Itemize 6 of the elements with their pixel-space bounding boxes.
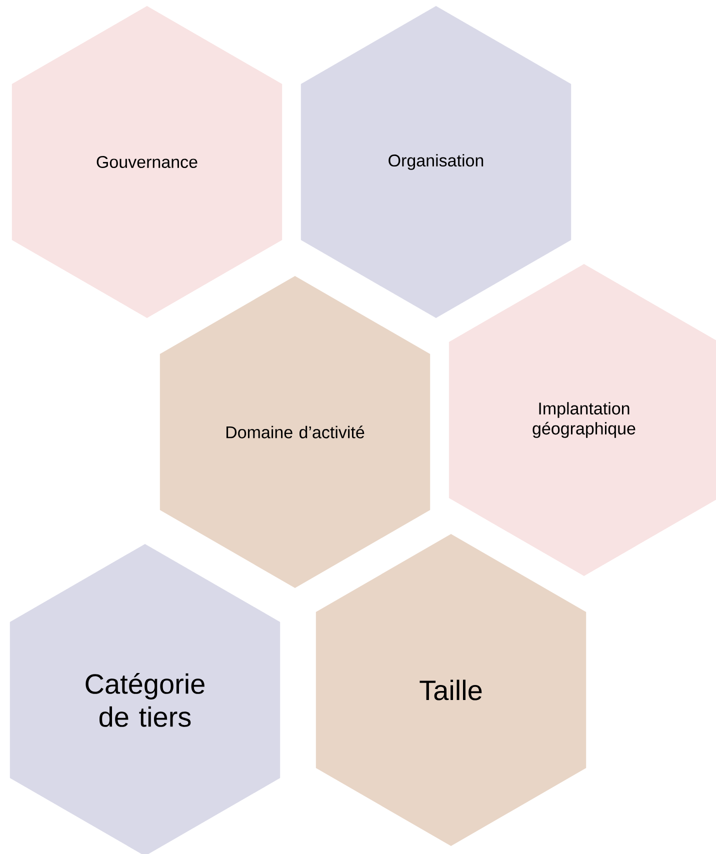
hexagon: Implantation géographique [448,264,716,576]
hexagon: Domaine d’activité [160,276,430,588]
hexagon: Gouvernance [12,6,282,318]
hexagon: Taille [316,534,586,846]
hexagon: Catégorie de tiers [10,544,280,854]
hexagon: Organisation [300,6,572,318]
